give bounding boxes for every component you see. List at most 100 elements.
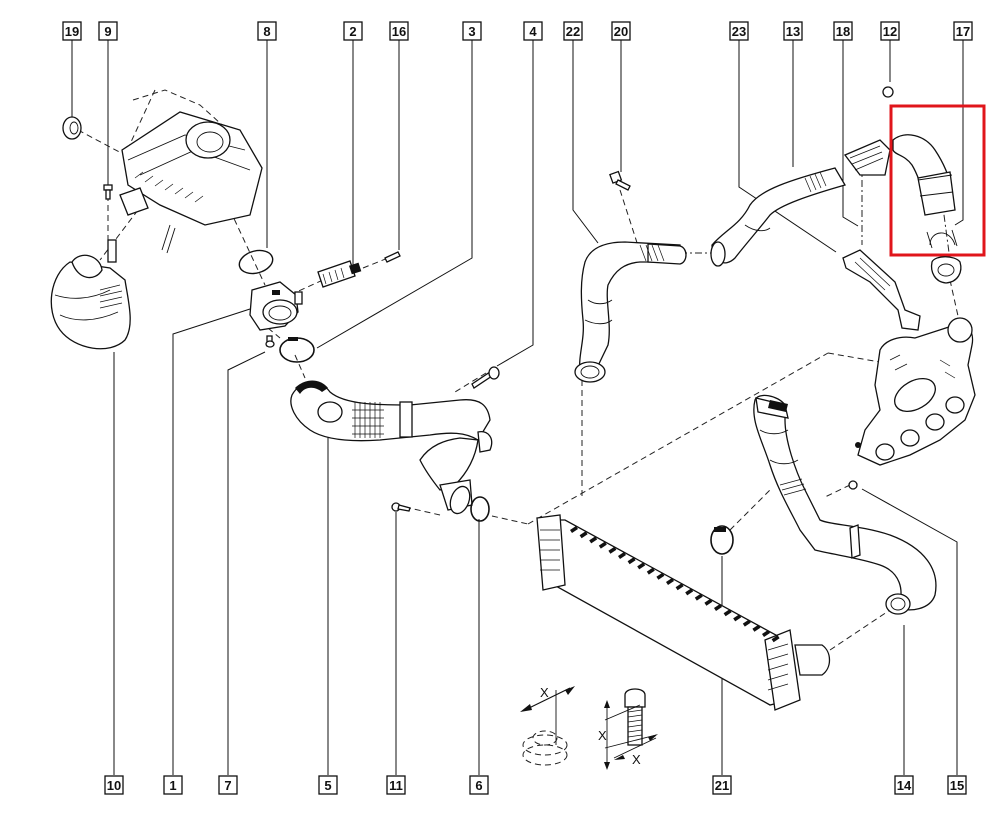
fin-stripe [656,572,665,580]
part-6-seal-ring [470,496,490,522]
air-filter-box [119,111,263,254]
callout-box [729,21,749,41]
callout-box [386,775,406,795]
fin-stripe [762,630,770,637]
callouts-bottom: 10 1 7 5 11 6 21 14 15 [104,775,967,795]
callout-7: 7 [218,775,238,795]
callout-box [389,21,409,41]
fin-stripe [742,619,751,627]
callout-22: 22 [563,21,583,41]
callout-number: 6 [475,778,482,793]
leader-lines [71,40,964,775]
callout-6: 6 [469,775,489,795]
callout-number: 20 [614,24,628,39]
part-4-bolt [471,366,500,389]
callout-5: 5 [318,775,338,795]
callout-number: 18 [836,24,850,39]
part-16-screw [384,251,401,263]
part-17-highlight-box [889,104,986,257]
fin-stripe [675,583,684,591]
callout-box [462,21,482,41]
callout-3: 3 [462,21,482,41]
dimension-label: X [632,752,641,767]
part-10-intake-elbow [50,239,131,350]
callout-number: 11 [389,778,403,793]
fin-stripe [752,624,761,632]
part-9-screw [103,184,113,200]
callout-box [563,21,583,41]
callout-23: 23 [729,21,749,41]
turbocharger-manifold [855,317,976,466]
callout-8: 8 [257,21,277,41]
part-8-o-ring [238,249,274,275]
intercooler-fins [570,526,780,643]
callout-number: 12 [883,24,897,39]
part-21-clamp [710,525,734,555]
callout-box [218,775,238,795]
callout-box [712,775,732,795]
fin-stripe [733,614,742,622]
callout-box [257,21,277,41]
part-5-intake-hose [290,380,493,515]
callout-9: 9 [98,21,118,41]
fin-stripe [771,635,780,643]
callout-15: 15 [947,775,967,795]
part-20-bolt [609,170,631,191]
part-12-nut [882,86,894,98]
callout-number: 22 [566,24,580,39]
callout-13: 13 [783,21,803,41]
callout-17: 17 [953,21,973,41]
callout-box [98,21,118,41]
callout-number: 2 [349,24,356,39]
callout-number: 1 [169,778,176,793]
part-15-nut [848,480,858,490]
part-2-sensor [317,260,362,288]
dimension-detail-nut: X [520,685,575,766]
fin-stripe [598,541,607,549]
callout-number: 13 [786,24,800,39]
fin-stripe [570,526,578,533]
callout-2: 2 [343,21,363,41]
fin-stripe [646,567,655,575]
callout-number: 17 [956,24,970,39]
callout-box [469,775,489,795]
dimension-label: X [540,685,549,700]
callout-box [163,775,183,795]
callout-box [783,21,803,41]
part-1-airflow-meter [249,281,303,331]
callout-number: 3 [468,24,475,39]
callout-box [611,21,631,41]
turbo-gasket [930,256,962,284]
callout-box [953,21,973,41]
part-13-pipe [710,167,846,267]
part-17-turbo-hose [892,134,958,249]
callout-box [947,775,967,795]
callout-number: 7 [224,778,231,793]
fin-stripe [618,552,626,559]
hose-clamp [279,337,315,363]
callout-14: 14 [894,775,914,795]
callout-21: 21 [712,775,732,795]
fin-stripe [579,531,588,539]
callout-4: 4 [523,21,543,41]
callout-number: 19 [65,24,79,39]
callout-box [318,775,338,795]
fin-stripe [627,557,636,565]
part-22-hose [574,241,687,383]
callout-number: 23 [732,24,746,39]
callout-1: 1 [163,775,183,795]
callout-number: 14 [897,778,912,793]
callout-12: 12 [880,21,900,41]
callout-number: 21 [715,778,729,793]
callout-number: 10 [107,778,121,793]
callout-11: 11 [386,775,406,795]
fin-stripe [608,546,617,554]
part-14-charge-hose [753,394,937,615]
callout-box [894,775,914,795]
callout-18: 18 [833,21,853,41]
dimension-detail-bolt: X X [598,688,658,770]
fin-stripe [637,562,646,570]
callout-box [104,775,124,795]
callout-box [833,21,853,41]
